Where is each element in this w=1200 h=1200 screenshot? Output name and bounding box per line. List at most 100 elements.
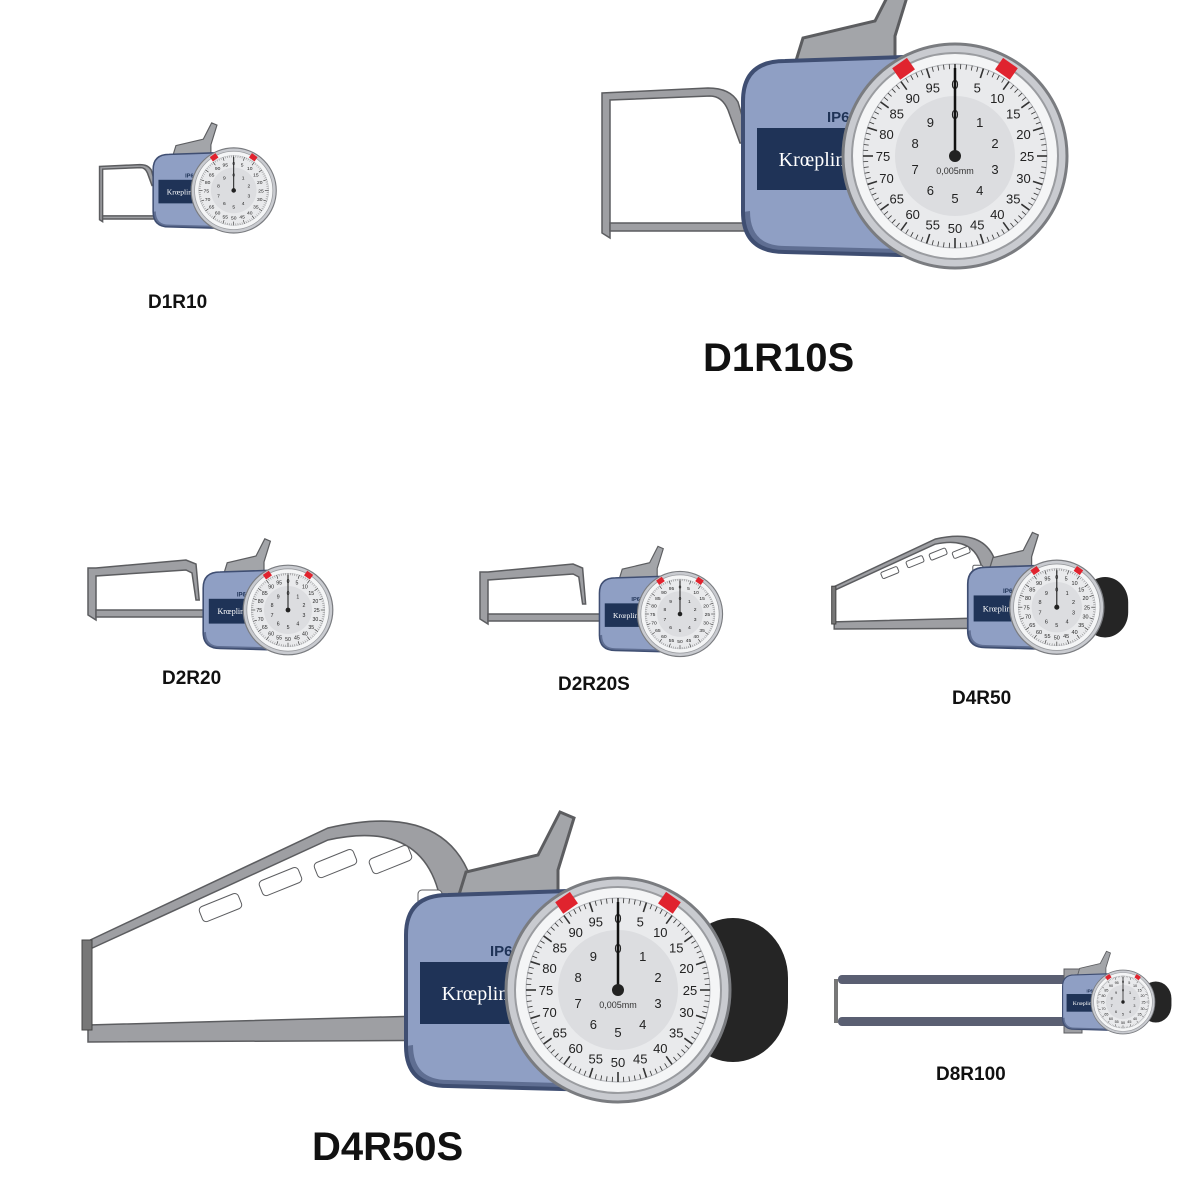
dial-tick <box>915 234 919 240</box>
dial-outer-number: 60 <box>1036 630 1042 636</box>
dial-tick <box>673 1056 677 1062</box>
dial-tick <box>1146 992 1148 993</box>
dial-tick <box>652 591 655 594</box>
dial-tick <box>264 177 267 179</box>
dial-tick <box>877 106 882 110</box>
lever-icon <box>223 538 272 574</box>
product-d2r20s[interactable]: IP65Krœplin05101520253035404550556065707… <box>470 544 740 664</box>
dial-tick <box>673 918 677 924</box>
dial-tick <box>1088 624 1091 626</box>
dial-tick <box>209 164 212 167</box>
dial-inner-number: 9 <box>223 175 226 181</box>
arm-cutout <box>905 555 925 569</box>
dial-tick <box>880 101 890 109</box>
dial-tick <box>864 171 870 174</box>
dial-tick <box>871 116 877 120</box>
tolerance-marker-right <box>248 153 258 162</box>
dial-tick <box>1130 976 1132 980</box>
dial-inner-number: 7 <box>1111 1004 1113 1008</box>
product-d4r50s[interactable]: IP65Krœplin05101520253035404550556065707… <box>78 810 788 1104</box>
dial-tick <box>1040 171 1046 174</box>
dial-tick <box>1103 1018 1106 1021</box>
dial-inner-number: 7 <box>911 162 918 177</box>
dial-tick <box>204 208 206 210</box>
dial-inner-number: 6 <box>590 1017 597 1032</box>
dial-tick <box>201 177 204 179</box>
dial-tick <box>1033 192 1039 196</box>
dial-tick <box>1042 641 1044 644</box>
dial-tick <box>696 1026 702 1030</box>
rod-tip <box>834 979 838 1023</box>
dial-tick <box>1099 1013 1102 1015</box>
product-d4r50[interactable]: IP65Krœplin05101520253035404550556065707… <box>830 531 1170 665</box>
dial-outer-number: 10 <box>1072 581 1078 587</box>
tolerance-marker-right <box>304 570 314 580</box>
dial-tick <box>262 206 265 208</box>
dial-tick <box>216 219 218 222</box>
dial-outer-number: 35 <box>308 625 314 631</box>
dial-outer-number: 65 <box>553 1025 567 1040</box>
dial-tick <box>594 900 597 906</box>
dial-tick <box>261 633 263 636</box>
dial-tick <box>1028 580 1031 583</box>
dial-tick <box>874 197 879 201</box>
dial-tick <box>537 945 542 949</box>
dial-outer-number: 45 <box>686 638 692 644</box>
dial-outer-number: 40 <box>302 631 308 637</box>
dial-outer-number: 40 <box>693 634 699 640</box>
model-label-d1r10: D1R10 <box>148 292 208 313</box>
dial-tick <box>979 233 985 244</box>
dial-tick <box>1079 577 1082 580</box>
dial-tick <box>1031 111 1036 115</box>
dial-tick <box>563 1055 571 1065</box>
dial-tick <box>1133 1024 1135 1026</box>
tolerance-marker-right <box>658 891 681 914</box>
product-d8r100[interactable]: IP65Krœplin05101520253035404550556065707… <box>828 950 1172 1040</box>
dial-tick <box>1114 1024 1116 1028</box>
product-d1r10[interactable]: IP65Krœplin05101520253035404550556065707… <box>95 122 345 278</box>
dial-tick <box>209 214 212 217</box>
dial-tick <box>208 212 210 215</box>
dial-tick <box>1114 976 1116 980</box>
dial-outer-number: 50 <box>1054 636 1060 642</box>
dial-tick <box>1019 617 1025 620</box>
dial-tick <box>222 157 225 161</box>
brand-text: Krœplin <box>442 983 509 1005</box>
lever-icon <box>172 122 218 157</box>
lever-icon <box>792 0 908 66</box>
dial-outer-number: 5 <box>974 81 981 96</box>
dial-tick <box>212 215 216 219</box>
dial-tick <box>700 639 703 642</box>
dial-tick <box>554 1053 559 1058</box>
dial-outer-number: 70 <box>879 171 893 186</box>
dial-tick <box>1145 1009 1149 1011</box>
dial-tick <box>252 619 257 622</box>
dial-tick <box>319 594 322 596</box>
dial-tick <box>1107 980 1110 984</box>
dial-tick <box>1084 627 1089 631</box>
dial-tick <box>1130 1024 1132 1028</box>
dial-tick <box>869 121 875 125</box>
dial-tick <box>262 583 265 585</box>
needle-hub <box>1054 604 1060 610</box>
dial-tick <box>648 627 651 630</box>
product-d2r20[interactable]: IP65Krœplin05101520253035404550556065707… <box>78 538 348 660</box>
dial-tick <box>1020 101 1030 109</box>
dial-tick <box>272 641 274 644</box>
tolerance-marker-left <box>209 153 219 162</box>
dial-inner-number: 2 <box>1072 600 1075 606</box>
dial-tick <box>681 1049 686 1054</box>
tolerance-marker-right <box>695 576 704 586</box>
dial-tick <box>698 1021 704 1025</box>
dial-tick <box>1101 986 1105 989</box>
dial-tick <box>319 619 324 622</box>
dial-tick <box>651 632 655 635</box>
dial-tick <box>1022 588 1025 590</box>
dial-inner-number: 4 <box>976 183 983 198</box>
dial-outer-number: 95 <box>926 81 940 96</box>
product-d1r10s[interactable]: IP65Krœplin05101520253035404550556065707… <box>590 0 1090 308</box>
dial-tick <box>1079 635 1082 638</box>
dial-tick <box>681 926 686 931</box>
dial-tick <box>202 175 204 177</box>
dial-tick <box>931 240 934 246</box>
